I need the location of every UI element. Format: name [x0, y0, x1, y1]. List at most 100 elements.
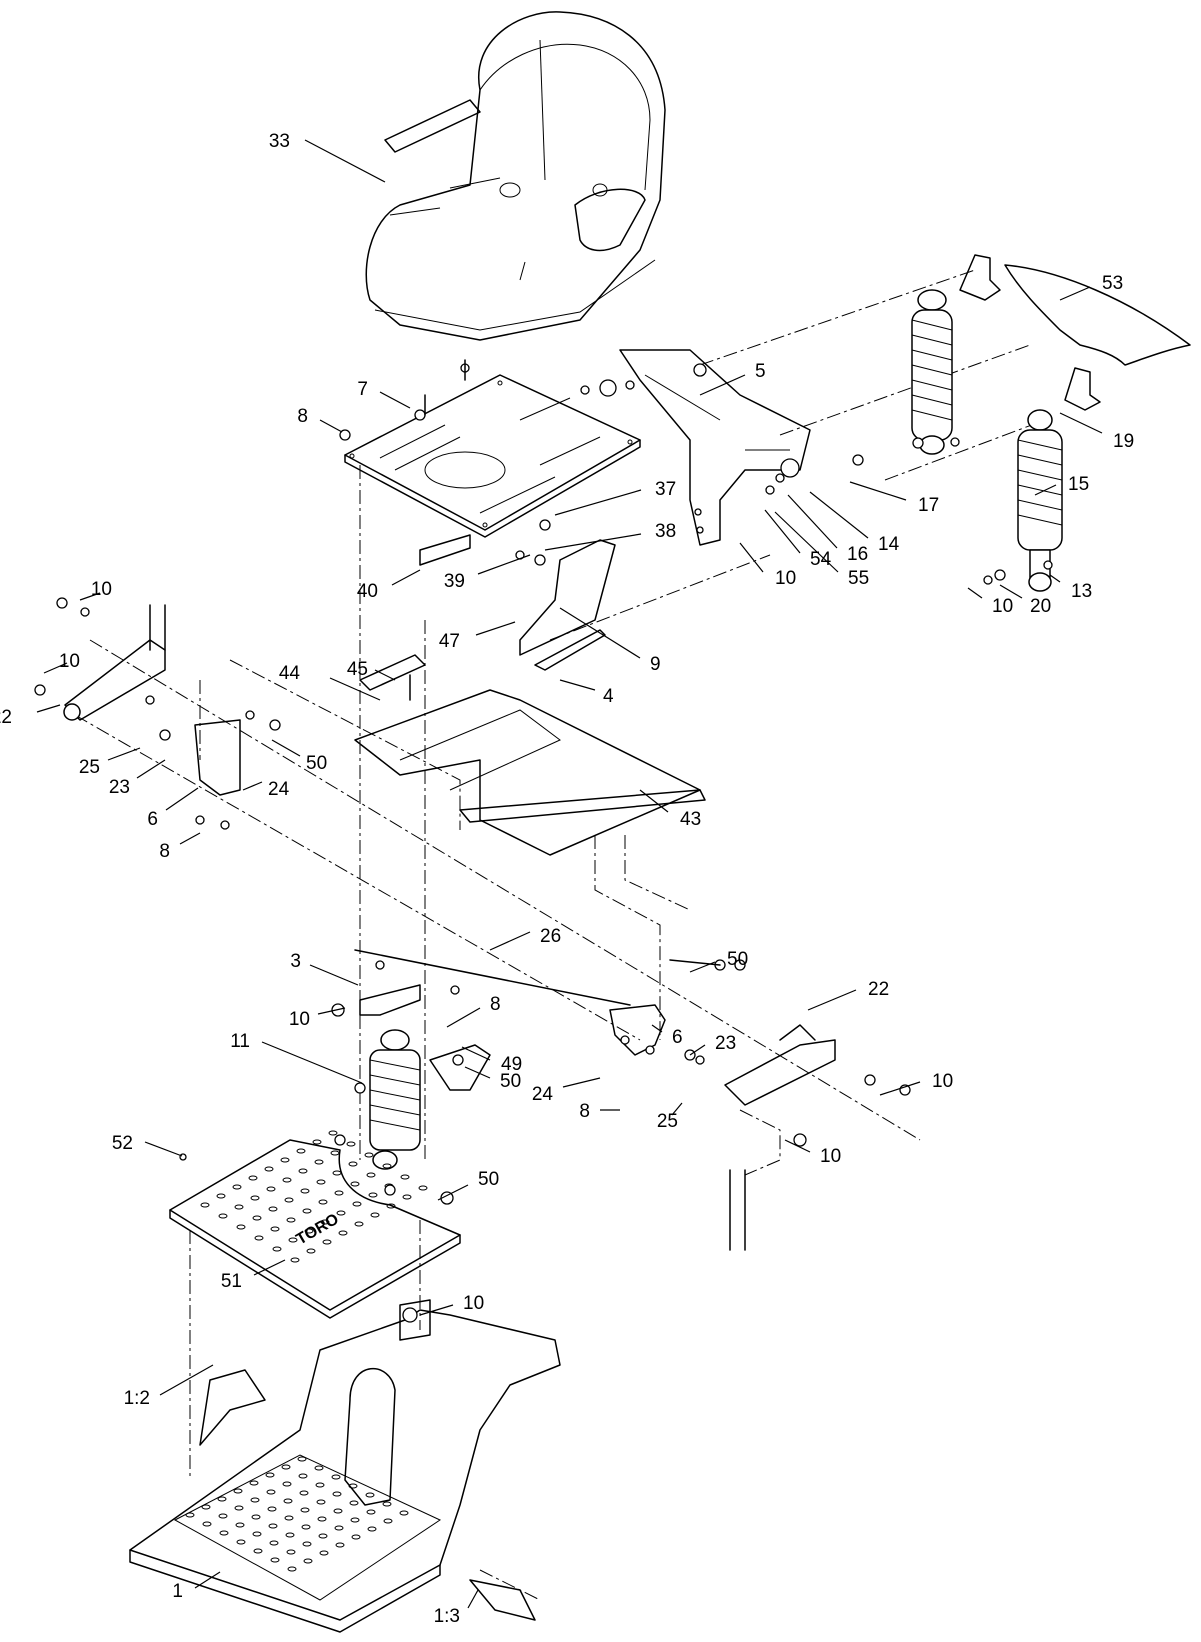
- callout-label: 55: [848, 568, 869, 589]
- washer-icon: [159, 729, 171, 741]
- callout-label: 11: [230, 1031, 250, 1052]
- callout-label: 53: [1102, 273, 1123, 294]
- callout-leader: [774, 511, 839, 573]
- callout-label: 1:3: [434, 1606, 460, 1627]
- shock-part-11: [369, 1029, 421, 1170]
- washer-icon: [56, 597, 68, 609]
- callout-leader: [671, 1102, 683, 1116]
- tread-dot: [272, 1246, 282, 1252]
- washer-icon: [269, 719, 281, 731]
- callout-label: 4: [603, 686, 614, 707]
- tab-part-1-2: [199, 1369, 266, 1446]
- tread-dot: [300, 1188, 310, 1194]
- callout-label: 7: [357, 379, 368, 400]
- tread-dot: [332, 1170, 342, 1176]
- washer-icon: [780, 458, 800, 478]
- washer-icon: [145, 695, 155, 705]
- callout-label: 10: [820, 1146, 841, 1167]
- tread-dot: [302, 1208, 312, 1214]
- tread-dot: [318, 1533, 328, 1539]
- callout-leader: [159, 1364, 214, 1396]
- tread-dot: [351, 1534, 361, 1540]
- tread-dot: [252, 1215, 262, 1221]
- tread-dot: [346, 1141, 356, 1147]
- callout-label: 37: [655, 479, 676, 500]
- callout-leader: [253, 1259, 286, 1276]
- callout-leader: [261, 1041, 363, 1084]
- callout-leader: [689, 961, 716, 973]
- callout-label: 19: [1113, 431, 1134, 452]
- tread-dot: [366, 1172, 376, 1178]
- callout-label: 22: [868, 979, 889, 1000]
- tread-dot: [365, 1492, 375, 1498]
- tread-dot: [270, 1226, 280, 1232]
- callout-leader: [475, 621, 516, 636]
- callout-label: 13: [1071, 581, 1092, 602]
- callout-label: 8: [490, 994, 501, 1015]
- tread-dot: [316, 1179, 326, 1185]
- callout-leader: [1034, 484, 1057, 496]
- tread-dot: [185, 1512, 195, 1518]
- callout-label: 38: [655, 521, 676, 542]
- callout-label: 10: [463, 1293, 484, 1314]
- washer-icon: [354, 1082, 366, 1094]
- washer-icon: [539, 519, 551, 531]
- washer-icon: [693, 363, 707, 377]
- tread-dot: [264, 1166, 274, 1172]
- callout-label: 10: [59, 651, 80, 672]
- bracket-part-4: [519, 539, 616, 671]
- tread-dot: [249, 1480, 259, 1486]
- tread-dot: [254, 1235, 264, 1241]
- tread-dot: [250, 1497, 260, 1503]
- tread-dot: [314, 1465, 324, 1471]
- washer-icon: [625, 380, 635, 390]
- tread-dot: [352, 1201, 362, 1207]
- tread-dot: [236, 1539, 246, 1545]
- callout-label: 26: [540, 926, 561, 947]
- tread-dot: [233, 1488, 243, 1494]
- tread-dot: [285, 1532, 295, 1538]
- callout-label: 10: [289, 1009, 310, 1030]
- callout-label: 23: [109, 777, 130, 798]
- tread-dot: [366, 1509, 376, 1515]
- callout-label: 17: [918, 495, 939, 516]
- tread-dot: [350, 1517, 360, 1523]
- tread-dot: [216, 1193, 226, 1199]
- tread-dot: [314, 1159, 324, 1165]
- bracket-part-3: [359, 984, 421, 1016]
- callout-label: 25: [657, 1111, 678, 1132]
- callout-label: 8: [579, 1101, 590, 1122]
- callout-label: 49: [501, 1054, 522, 1075]
- bracket-part-5: [619, 349, 811, 546]
- callout-label: 54: [810, 549, 832, 570]
- callout-leader: [639, 789, 669, 813]
- tread-dot: [386, 1203, 396, 1209]
- washer-icon: [34, 684, 46, 696]
- tread-dot: [200, 1202, 210, 1208]
- callout-leader: [319, 419, 343, 433]
- callout-label: 10: [932, 1071, 953, 1092]
- callout-leader: [809, 491, 869, 539]
- callout-label: 14: [878, 534, 900, 555]
- callout-label: 52: [112, 1133, 133, 1154]
- tread-dot: [335, 1542, 345, 1548]
- washer-icon: [414, 409, 426, 421]
- washer-icon: [452, 1054, 464, 1066]
- callout-leader: [136, 759, 166, 779]
- tread-dot: [348, 1161, 358, 1167]
- tread-dot: [312, 1139, 322, 1145]
- tread-dot: [252, 1531, 262, 1537]
- callout-leader: [544, 533, 642, 551]
- callout-leader: [554, 489, 642, 516]
- tread-dot: [299, 1490, 309, 1496]
- tread-dot: [315, 1482, 325, 1488]
- tread-dot: [202, 1521, 212, 1527]
- callout-leader: [784, 1139, 811, 1153]
- callout-leader: [144, 1141, 183, 1157]
- bracket-part-49: [429, 1044, 491, 1091]
- washer-icon: [375, 960, 385, 970]
- tread-dot: [232, 1184, 242, 1190]
- callout-leader: [489, 931, 531, 951]
- callout-leader: [242, 781, 263, 791]
- callout-leader: [739, 542, 764, 573]
